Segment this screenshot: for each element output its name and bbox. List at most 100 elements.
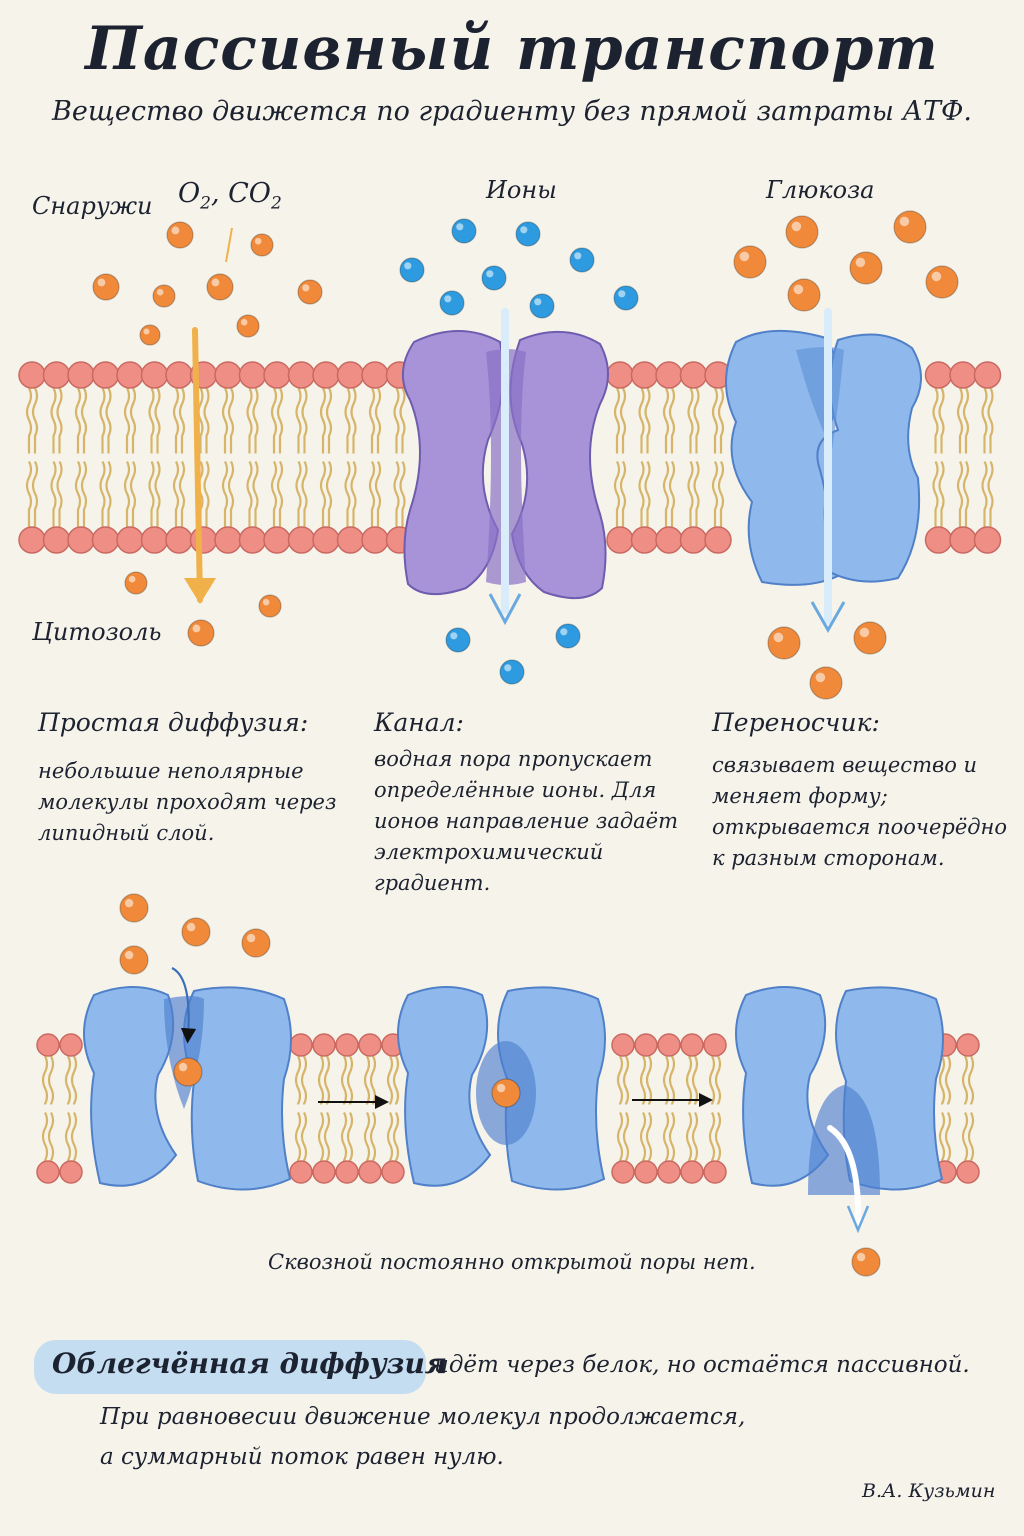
lipid-tail [47, 1055, 55, 1105]
lipid-tail [374, 387, 382, 454]
lipid-tail [270, 461, 278, 527]
ions-label: Ионы [486, 176, 557, 204]
lipid-head [703, 1033, 727, 1057]
glucose-molecule [849, 251, 883, 285]
gas-molecule-shine [211, 278, 220, 287]
glucose-molecule [785, 215, 819, 249]
lipid-tail [967, 1055, 975, 1105]
lipid-tail [319, 461, 327, 527]
glucose-molecule [925, 265, 959, 299]
lipid-tail [944, 1112, 952, 1161]
lipid-tail [50, 387, 57, 454]
section-diffusion-body: небольшие неполярные молекулы проходят ч… [38, 759, 337, 845]
lipid-tail [323, 1112, 331, 1161]
lipid-tail [932, 461, 939, 527]
lipid-tail [639, 1112, 647, 1161]
lipid-tail [203, 461, 210, 527]
lipid-tail [323, 1055, 331, 1105]
gas-molecule [166, 221, 194, 249]
lipid-tail [363, 1112, 371, 1161]
lipid-tail [668, 461, 676, 527]
lipid-head [704, 526, 732, 554]
lipid-head [655, 526, 683, 554]
lipid-tail [363, 1055, 371, 1105]
gas-molecule-shine [156, 288, 164, 296]
lipid-tail [99, 387, 106, 454]
summary-line3: а суммарный поток равен нулю. [100, 1444, 504, 1470]
lipid-head [634, 1160, 658, 1184]
lipid-head [336, 361, 365, 389]
lipid-tail [346, 1112, 354, 1161]
lipid-tail [41, 1055, 49, 1105]
lipid-tail [31, 387, 39, 454]
lipid-tail [340, 1112, 348, 1161]
lipid-head [657, 1160, 681, 1184]
lipid-tail [981, 387, 988, 454]
lipid-tail [319, 387, 327, 454]
ion-shine [534, 298, 542, 306]
ion [399, 257, 425, 283]
lipid-tail [344, 461, 351, 527]
lipid-tail [687, 461, 694, 527]
lipid-head [606, 361, 634, 389]
section-carrier-heading: Переносчик: [712, 708, 880, 737]
lipid-tail [691, 1112, 699, 1161]
lipid-head [312, 526, 340, 554]
lipid-head [655, 361, 683, 389]
glucose-molecule-shine [739, 251, 750, 262]
lipid-tail [691, 1055, 699, 1105]
lipid-tail [56, 461, 63, 527]
lipid-tail [56, 387, 63, 454]
lipid-tail [708, 1055, 716, 1105]
lipid-tail [938, 461, 945, 527]
substrate-molecule [173, 1057, 203, 1087]
gas-molecule [236, 314, 260, 338]
cycle-carrier-1-left [83, 986, 178, 1187]
lipid-tail [987, 461, 994, 527]
glucose-molecule-shine [855, 257, 866, 268]
lipid-tail [99, 461, 106, 527]
lipid-tail [714, 1055, 722, 1105]
lipid-tail [399, 461, 406, 527]
substrate-molecule-shine [496, 1083, 506, 1093]
lipid-head [358, 1160, 382, 1184]
summary-rest: идёт через белок, но остаётся пассивной. [434, 1352, 970, 1378]
gas-molecule [206, 273, 234, 301]
lipid-head [924, 361, 953, 389]
ion [515, 221, 541, 247]
section-carrier-body: связывает вещество и меняет форму; откры… [712, 753, 1008, 870]
glucose-molecule [809, 666, 843, 700]
lipid-head [214, 526, 242, 554]
lipid-head [91, 361, 120, 389]
lipid-head [973, 361, 1002, 389]
substrate-molecule [241, 928, 271, 958]
lipid-head [165, 361, 193, 389]
lipid-tail [317, 1055, 325, 1105]
lipid-tail [172, 461, 180, 527]
lipid-tail [393, 461, 400, 527]
lipid-tail [350, 461, 357, 527]
lipid-tail [301, 461, 308, 527]
gas-o-subscript: 2 [200, 193, 211, 214]
glucose-molecule [853, 621, 887, 655]
gas-molecule [124, 571, 148, 595]
lipid-tail [622, 1112, 630, 1161]
glucose-molecule [733, 245, 767, 279]
lipid-tail [270, 387, 278, 454]
lipid-tail [252, 461, 259, 527]
gas-molecule [258, 594, 282, 618]
carrier-arrow-head [810, 601, 846, 634]
lipid-tail [123, 387, 131, 454]
lipid-tail [662, 387, 670, 454]
lipid-tail [350, 387, 357, 454]
lipid-head [312, 1160, 336, 1184]
release-arrow-shaft [827, 1125, 862, 1227]
glucose-molecule-shine [899, 216, 910, 227]
lipid-tail [961, 1055, 969, 1105]
ion [529, 293, 555, 319]
lipid-head [611, 1160, 635, 1184]
lipid-head [949, 361, 977, 389]
ion-shine [456, 223, 464, 231]
lipid-head [289, 1033, 313, 1057]
